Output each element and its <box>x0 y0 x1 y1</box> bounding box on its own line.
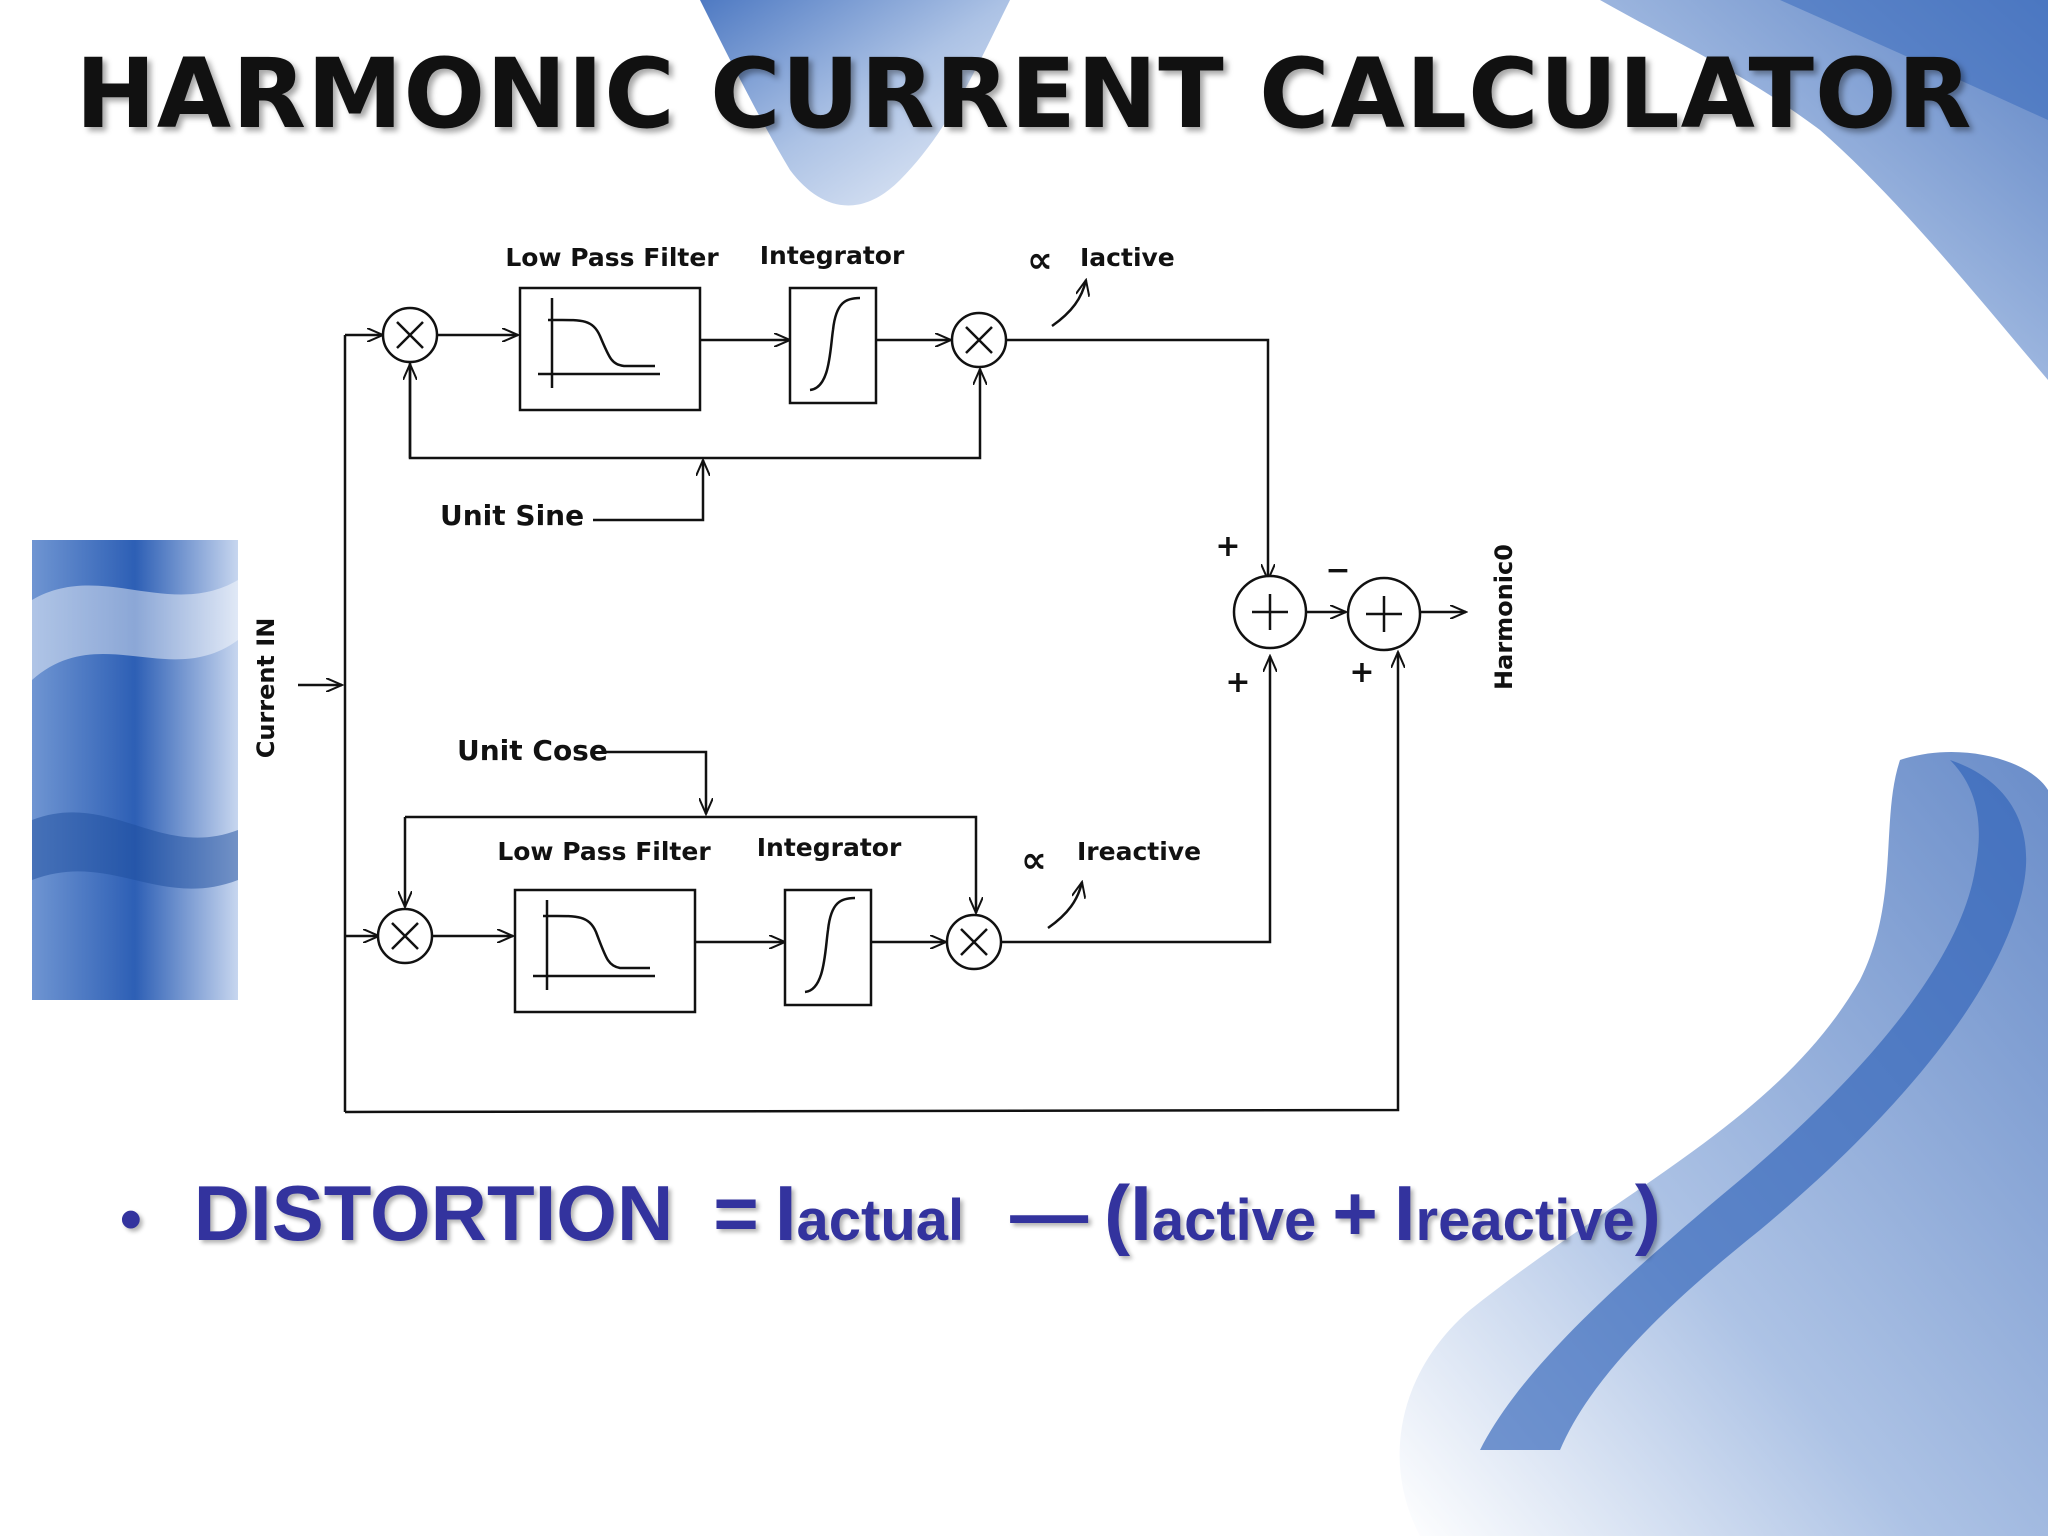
multiply-icon <box>960 928 988 956</box>
equation-lhs: DISTORTION <box>193 1169 674 1257</box>
multiply-icon <box>391 922 419 950</box>
equation-i-reactive-symbol: I <box>1393 1169 1416 1257</box>
sum2-minus-sign: − <box>1325 553 1350 588</box>
top-integrator-label: Integrator <box>760 241 905 270</box>
unit-cose-label: Unit Cose <box>457 734 608 767</box>
bottom-integrator-label: Integrator <box>757 833 902 862</box>
equation-i-actual-symbol: I <box>774 1169 797 1257</box>
unit-cose-feed-wire <box>405 815 976 913</box>
equation-plus: + <box>1332 1169 1378 1257</box>
distortion-equation: •DISTORTION=Iactual—(Iactive+Ireactive) <box>120 1168 1661 1278</box>
sum1-plus-bottom-sign: + <box>1225 665 1250 700</box>
unit-sine-label: Unit Sine <box>440 499 584 532</box>
proportional-icon: ∝ <box>1021 840 1047 881</box>
equation-active-subscript: active <box>1151 1188 1317 1253</box>
integral-icon <box>809 296 861 392</box>
proportional-icon: ∝ <box>1027 240 1053 281</box>
unit-cose-input-wire <box>605 750 706 814</box>
equation-equals: = <box>713 1169 759 1257</box>
top-lpf-label: Low Pass Filter <box>505 243 719 272</box>
ireactive-pointer-arrow <box>1047 882 1082 930</box>
actual-current-return-wire <box>344 652 1398 1114</box>
equation-i-active-symbol: I <box>1130 1169 1152 1257</box>
lowpass-response-icon <box>533 900 655 990</box>
bottom-integrator-block <box>783 888 873 1007</box>
iactive-label: Iactive <box>1080 243 1175 272</box>
bottom-lpf-label: Low Pass Filter <box>497 837 711 866</box>
iactive-pointer-arrow <box>1051 280 1086 328</box>
unit-sine-input-wire <box>593 460 703 522</box>
ireactive-label: Ireactive <box>1077 837 1201 866</box>
equation-open-paren: ( <box>1104 1169 1131 1257</box>
lowpass-response-icon <box>538 298 660 388</box>
harmonic-output-label: Harmonic0 <box>1490 544 1518 690</box>
slide-title: HARMONIC CURRENT CALCULATOR <box>75 38 1973 150</box>
bullet-icon: • <box>120 1185 142 1254</box>
plus-icon <box>1252 594 1288 630</box>
sum1-plus-top-sign: + <box>1215 529 1240 564</box>
multiply-icon <box>396 321 424 349</box>
bottom-low-pass-filter-block <box>513 888 697 1014</box>
top-integrator-block <box>788 286 878 405</box>
top-low-pass-filter-block <box>518 286 702 412</box>
wire-ireactive-to-sum <box>1001 656 1270 944</box>
plus-icon <box>1366 596 1402 632</box>
sum2-plus-sign: + <box>1349 655 1374 690</box>
equation-reactive-subscript: reactive <box>1415 1188 1635 1253</box>
equation-actual-subscript: actual <box>796 1188 965 1253</box>
current-in-label: Current IN <box>252 618 280 759</box>
multiply-icon <box>965 326 993 354</box>
integral-icon <box>804 896 856 994</box>
wire-iactive-to-sum <box>1006 338 1268 580</box>
equation-minus: — <box>1010 1169 1089 1257</box>
equation-close-paren: ) <box>1634 1169 1661 1257</box>
